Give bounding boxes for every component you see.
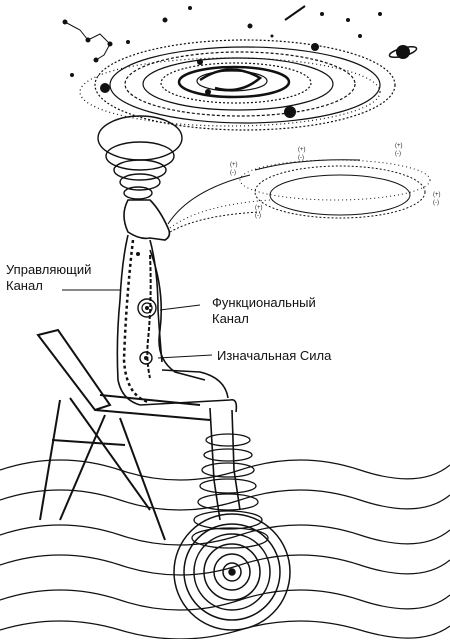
polarity-mark: (+) [433, 192, 441, 198]
polarity-mark: (+) [395, 143, 403, 149]
polarity-mark: (-) [298, 155, 304, 161]
person-seated-icon [116, 199, 241, 521]
planet-dot [284, 106, 296, 118]
polarity-mark: (-) [255, 213, 261, 219]
polarity-mark: (+) [230, 162, 238, 168]
planets [100, 43, 319, 118]
ground-waves [0, 459, 450, 640]
label-governing-channel-line2: Канал [6, 278, 43, 293]
chakra-points [136, 252, 157, 365]
polarity-mark: (+) [255, 205, 263, 211]
polarity-mark: (-) [230, 170, 236, 176]
planet-dot [197, 59, 203, 65]
leg-spiral [191, 433, 269, 549]
leader-lines [62, 289, 213, 359]
label-governing-channel-line1: Управляющий [6, 262, 92, 277]
stars [70, 5, 382, 77]
crown-spiral [97, 115, 183, 200]
label-governing-channel: Управляющий Канал [6, 262, 91, 294]
polarity-mark: (-) [395, 151, 401, 157]
galaxy-spiral-icon [79, 39, 396, 131]
polarity-mark: (-) [433, 200, 439, 206]
energy-rings [167, 159, 431, 233]
label-original-force: Изначальная Сила [217, 348, 332, 363]
label-functional-channel: Функциональный Канал [212, 295, 316, 327]
planet-dot [205, 89, 211, 95]
ground-spiral-icon [173, 513, 291, 631]
planet-dot [100, 83, 110, 93]
label-functional-channel-line2: Канал [212, 311, 249, 326]
planet-dot [311, 43, 319, 51]
planet-ring-icon [388, 45, 418, 59]
chair-icon [36, 328, 211, 541]
label-functional-channel-line1: Функциональный [212, 295, 316, 310]
polarity-mark: (+) [298, 147, 306, 153]
constellation-icon [62, 19, 113, 63]
